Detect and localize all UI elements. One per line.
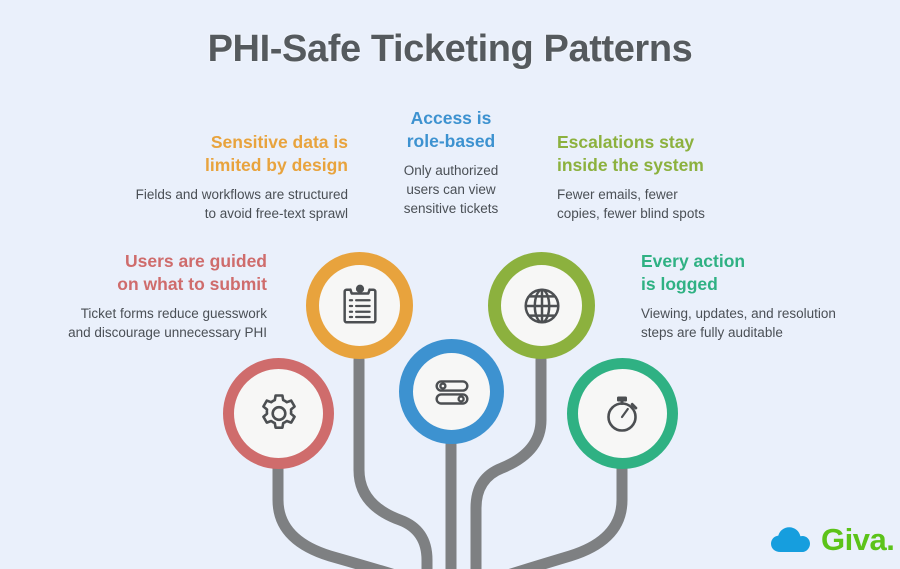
page-title: PHI-Safe Ticketing Patterns (207, 28, 693, 70)
globe-icon (519, 283, 565, 329)
stopwatch-icon (599, 390, 647, 438)
body-line-2: steps are fully auditable (641, 324, 783, 340)
heading-line-1: Users are guided (125, 251, 267, 271)
block-body: Fields and workflows are structured to a… (88, 185, 348, 223)
giva-wordmark: Giva. (821, 522, 895, 557)
block-access-role-based: Access is role-based Only authorized use… (380, 107, 522, 218)
node-clipboard[interactable] (306, 252, 413, 359)
stem-stopwatch (508, 460, 628, 569)
heading-line-1: Escalations stay (557, 132, 695, 152)
gear-icon (255, 390, 303, 438)
body-line-1: Ticket forms reduce guesswork (80, 305, 267, 321)
body-line-1: Fields and workflows are structured (135, 186, 348, 202)
node-server[interactable] (399, 339, 504, 444)
block-users-guided: Users are guided on what to submit Ticke… (20, 250, 267, 342)
body-line-2: to avoid free-text sprawl (204, 205, 348, 221)
cloud-icon (770, 526, 814, 554)
heading-line-2: inside the system (557, 155, 704, 176)
block-every-action-logged: Every action is logged Viewing, updates,… (641, 250, 891, 342)
block-body: Only authorized users can view sensitive… (380, 161, 522, 218)
stem-globe (470, 354, 547, 569)
stem-clipboard (353, 354, 433, 569)
block-body: Ticket forms reduce guesswork and discou… (20, 304, 267, 342)
body-line-2: and discourage unnecessary PHI (68, 324, 267, 340)
body-line-3: sensitive tickets (403, 200, 499, 216)
node-stopwatch[interactable] (567, 358, 678, 469)
stem-gear (272, 460, 395, 569)
clipboard-icon (337, 283, 383, 329)
heading-line-2: limited by design (205, 155, 348, 176)
block-body: Viewing, updates, and resolution steps a… (641, 304, 891, 342)
block-heading: Sensitive data is limited by design (88, 131, 348, 178)
heading-line-2: on what to submit (117, 274, 267, 295)
body-line-2: users can view (406, 181, 496, 197)
node-globe[interactable] (488, 252, 595, 359)
giva-logo[interactable]: Giva. (770, 522, 895, 557)
block-heading: Users are guided on what to submit (20, 250, 267, 297)
block-body: Fewer emails, fewer copies, fewer blind … (557, 185, 807, 223)
heading-line-2: is logged (641, 274, 718, 295)
heading-line-1: Access is (410, 108, 492, 128)
heading-line-1: Every action (641, 251, 746, 271)
node-gear[interactable] (223, 358, 334, 469)
body-line-1: Fewer emails, fewer (557, 186, 678, 202)
body-line-1: Only authorized (403, 162, 499, 178)
block-sensitive-data: Sensitive data is limited by design Fiel… (88, 131, 348, 223)
body-line-2: copies, fewer blind spots (557, 205, 705, 221)
block-escalations: Escalations stay inside the system Fewer… (557, 131, 807, 223)
heading-line-2: role-based (406, 131, 496, 152)
block-heading: Escalations stay inside the system (557, 131, 807, 178)
server-icon (429, 369, 475, 415)
block-heading: Access is role-based (380, 107, 522, 154)
body-line-1: Viewing, updates, and resolution (641, 305, 836, 321)
block-heading: Every action is logged (641, 250, 891, 297)
heading-line-1: Sensitive data is (210, 132, 348, 152)
